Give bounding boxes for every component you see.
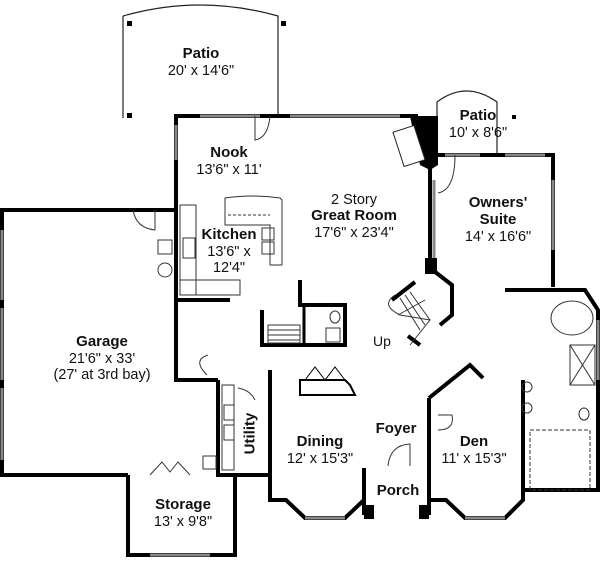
room-dimensions: 20' x 14'6" [167,62,235,79]
room-porch: Porch [376,482,420,500]
room-dimensions: 12' x 15'3" [286,450,354,467]
room-name: Storage [155,496,211,513]
room-name: Foyer [375,420,417,437]
room-name: Nook [210,144,248,161]
room-prefix: 2 Story [331,192,377,208]
room-dimensions: 10' x 8'6" [448,124,508,141]
room-den: Den 11' x 15'3" [441,433,507,467]
room-dimensions: 13' x 9'8" [153,513,213,530]
door-swings [132,115,456,467]
room-great-room: 2 Story Great Room 17'6" x 23'4" [311,192,397,241]
room-dimensions-line2: 12'4" [212,260,246,277]
master-bath-fixtures [521,300,596,491]
kitchen-fixtures [179,195,283,296]
room-name: Kitchen [201,226,257,243]
room-dining: Dining 12' x 15'3" [286,433,354,467]
room-dimensions-line1: 13'6" x [207,243,251,260]
stairs [267,291,431,346]
room-dimensions-line1: 21'6" x 33' [68,350,136,367]
room-owners-suite: Owners' Suite 14' x 16'6" [464,194,532,245]
room-utility: Utility [241,412,259,455]
room-dimensions-line2: (27' at 3rd bay) [53,367,151,384]
room-name: Den [459,433,489,450]
room-nook: Nook 13'6" x 11' [196,144,262,178]
patio-small-outline [436,90,498,155]
room-patio-small: Patio 10' x 8'6" [448,107,508,141]
room-kitchen: Kitchen 13'6" x 12'4" [201,226,257,277]
room-dimensions: 11' x 15'3" [441,450,507,467]
fireplace [410,116,438,274]
room-name: Porch [376,482,420,499]
windows [0,114,600,557]
room-name-line2: Suite [479,210,517,228]
room-name: Garage [76,333,128,350]
room-dimensions: 17'6" x 23'4" [314,225,394,242]
room-garage: Garage 21'6" x 33' (27' at 3rd bay) [53,333,151,384]
room-storage: Storage 13' x 9'8" [153,496,213,530]
room-name: Dining [296,433,344,450]
room-patio-main: Patio 20' x 14'6" [167,45,235,79]
patio-main-outline [122,4,279,118]
powder-room [302,303,347,347]
utility-fixtures [221,384,235,471]
garage-fixtures [149,239,217,476]
hutch [299,366,357,396]
stairs-up-label: Up [373,333,391,349]
room-name-line1: Owners' [468,194,528,211]
room-name: Patio [459,107,497,124]
room-dimensions: 13'6" x 11' [196,161,262,178]
room-dimensions: 14' x 16'6" [464,228,532,245]
room-foyer: Foyer [375,420,417,438]
room-name: Patio [182,45,220,62]
room-name: Great Room [311,207,397,225]
